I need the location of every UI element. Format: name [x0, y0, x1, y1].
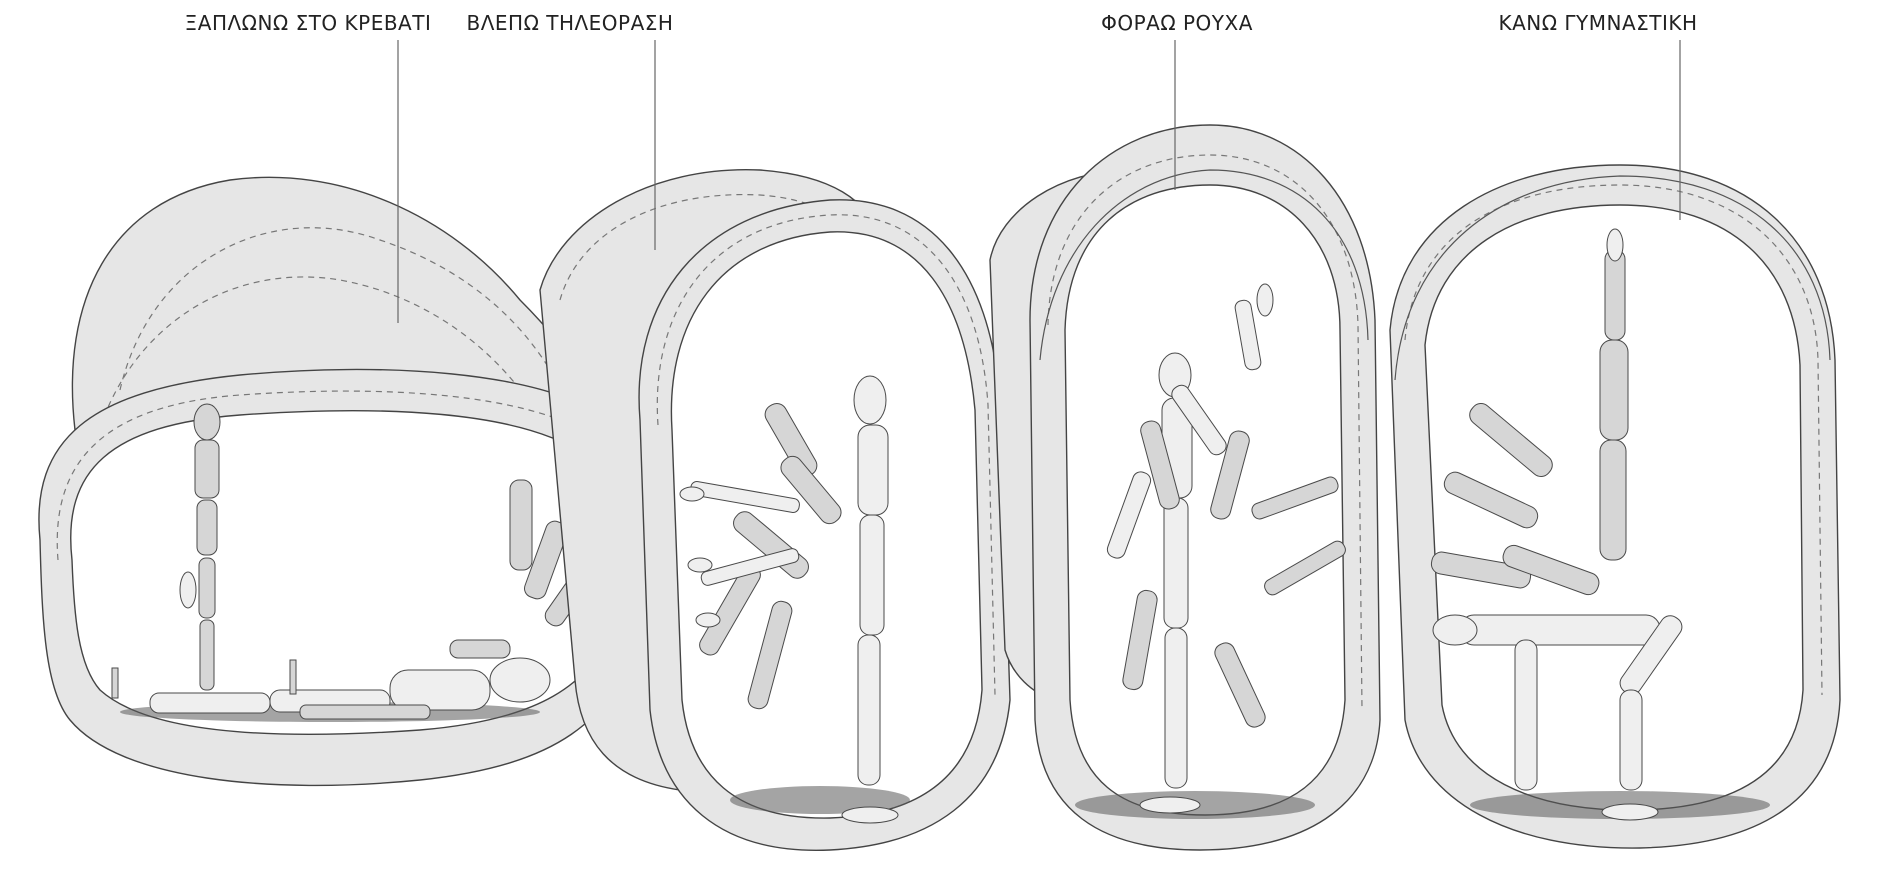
bed-post — [112, 668, 118, 698]
bed-post — [290, 660, 296, 694]
label-exercise: ΚΑΝΩ ΓΥΜΝΑΣΤΙΚΗ — [1498, 11, 1697, 35]
pod-wear-clothes — [990, 125, 1380, 850]
label-wear-clothes: ΦΟΡΑΩ ΡΟΥΧΑ — [1101, 11, 1253, 35]
pod-exercise — [1390, 165, 1840, 848]
pod-2-opening — [671, 232, 982, 818]
pod-watch-tv — [540, 170, 1010, 851]
label-lie-in-bed: ΞΑΠΛΩΝΩ ΣΤΟ ΚΡΕΒΑΤΙ — [185, 11, 432, 35]
label-watch-tv: ΒΛΕΠΩ ΤΗΛΕΟΡΑΣΗ — [467, 11, 674, 35]
